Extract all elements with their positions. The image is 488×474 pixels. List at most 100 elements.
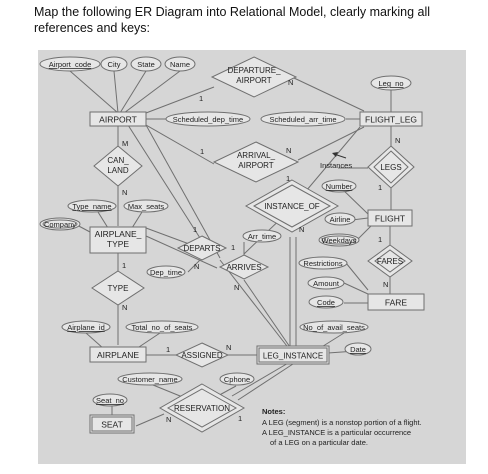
cardinality-labels: 1 N 1 N M N N 1 1 N 1 N 1 1 N N 1 N 1 N … bbox=[122, 78, 400, 424]
cardinality-1: 1 bbox=[238, 414, 242, 423]
attribute-seat-no: Seat_no bbox=[92, 393, 128, 407]
attribute-label: Total_no_of_seats bbox=[132, 323, 193, 332]
attribute-code: Code bbox=[308, 295, 344, 309]
cardinality-n: N bbox=[166, 415, 171, 424]
relationship-label: LEGS bbox=[380, 163, 401, 172]
cardinality-n: N bbox=[122, 188, 127, 197]
attribute-label: Date bbox=[350, 345, 366, 354]
attribute-date: Date bbox=[344, 342, 372, 356]
entity-label: AIRPLANE bbox=[97, 350, 139, 360]
relationship-type: TYPE bbox=[91, 270, 145, 306]
attribute-restrictions: Restrictions bbox=[298, 256, 348, 270]
attribute-label: Leg_no bbox=[378, 79, 403, 88]
attribute-label: Arr_time bbox=[248, 232, 276, 241]
relationship-label: RESERVATION bbox=[174, 404, 230, 413]
relationship-reservation: RESERVATION bbox=[158, 383, 246, 433]
attribute-number: Number bbox=[321, 179, 357, 193]
cardinality-1: 1 bbox=[166, 345, 170, 354]
entity-flight: FLIGHT bbox=[367, 209, 413, 227]
cardinality-1: 1 bbox=[199, 94, 203, 103]
attribute-airline: Airline bbox=[324, 212, 356, 226]
relationship-can-land: CAN_LAND bbox=[93, 145, 143, 187]
relationship-label: ARRIVES bbox=[226, 263, 261, 272]
attribute-label: State bbox=[137, 60, 155, 69]
attribute-weekdays: Weekdays bbox=[318, 233, 360, 247]
attribute-label: Scheduled_arr_time bbox=[269, 115, 336, 124]
question-prompt: Map the following ER Diagram into Relati… bbox=[34, 5, 431, 35]
attribute-airport-code: Airport_code bbox=[39, 56, 101, 72]
attribute-company: Company bbox=[39, 217, 81, 231]
entity-airplane-type: AIRPLANE_TYPE bbox=[89, 226, 147, 254]
relationship-label: ASSIGNED bbox=[181, 351, 223, 360]
relationship-departs: DEPARTS bbox=[176, 235, 228, 261]
cardinality-n: N bbox=[288, 78, 293, 87]
attribute-label: Customer_name bbox=[122, 375, 177, 384]
attribute-label: Seat_no bbox=[96, 396, 124, 405]
cardinality-n: N bbox=[286, 146, 291, 155]
attribute-label: Company bbox=[44, 220, 76, 229]
attribute-arr-time: Arr_time bbox=[242, 229, 282, 243]
cardinality-n: N bbox=[395, 136, 400, 145]
attribute-type-name: Type_name bbox=[67, 199, 117, 213]
attribute-scheduled-arr-time: Scheduled_arr_time bbox=[260, 111, 346, 127]
attribute-label: Name bbox=[170, 60, 190, 69]
relationship-instance-of: INSTANCE_OF bbox=[244, 179, 340, 233]
attribute-label: Cphone bbox=[224, 375, 250, 384]
relationship-label: ARRIVAL_AIRPORT bbox=[237, 151, 276, 170]
attribute-instances: Instances bbox=[320, 152, 352, 170]
relationship-arrival-airport: ARRIVAL_AIRPORT bbox=[212, 141, 300, 183]
cardinality-1: 1 bbox=[378, 235, 382, 244]
relationship-label: FARES bbox=[377, 257, 403, 266]
relationship-label: INSTANCE_OF bbox=[264, 202, 320, 211]
cardinality-n: N bbox=[194, 262, 199, 271]
notes-line: A LEG (segment) is a nonstop portion of … bbox=[262, 418, 422, 427]
entity-airplane: AIRPLANE bbox=[89, 346, 147, 363]
attribute-label: Max_seats bbox=[128, 202, 165, 211]
relationship-arrives: ARRIVES bbox=[218, 254, 270, 280]
relationship-departure-airport: DEPARTURE_AIRPORT bbox=[210, 56, 298, 98]
relationship-label: DEPARTS bbox=[183, 244, 220, 253]
notes: Notes: A LEG (segment) is a nonstop port… bbox=[262, 407, 422, 447]
cardinality-1: 1 bbox=[200, 147, 204, 156]
attribute-total-no-of-seats: Total_no_of_seats bbox=[125, 320, 199, 334]
relationship-legs: LEGS bbox=[367, 145, 415, 189]
attribute-label: Airport_code bbox=[49, 60, 92, 69]
attribute-label: Amount bbox=[313, 279, 340, 288]
attribute-label: No_of_avail_seats bbox=[303, 323, 365, 332]
cardinality-n: N bbox=[234, 283, 239, 292]
entity-label: FLIGHT bbox=[375, 214, 405, 224]
notes-line: A LEG_INSTANCE is a particular occurrenc… bbox=[262, 428, 411, 437]
cardinality-1: 1 bbox=[193, 225, 197, 234]
entity-label: FARE bbox=[385, 298, 408, 308]
relationship-label: CAN_LAND bbox=[107, 156, 129, 175]
entity-label: FLIGHT_LEG bbox=[365, 115, 417, 125]
attribute-no-of-avail-seats: No_of_avail_seats bbox=[299, 320, 369, 334]
relationship-label: DEPARTURE_AIRPORT bbox=[227, 66, 281, 85]
attribute-label: Scheduled_dep_time bbox=[173, 115, 243, 124]
entity-label: AIRPLANE_TYPE bbox=[95, 229, 142, 249]
entity-label: SEAT bbox=[101, 420, 123, 430]
entity-seat: SEAT bbox=[89, 414, 135, 434]
cardinality-1: 1 bbox=[286, 174, 290, 183]
entity-label: AIRPORT bbox=[99, 115, 137, 125]
attribute-label: Airline bbox=[330, 215, 351, 224]
attribute-label: Number bbox=[326, 182, 353, 191]
attribute-label: Type_name bbox=[72, 202, 111, 211]
attribute-label: Code bbox=[317, 298, 335, 307]
cardinality-n: N bbox=[383, 280, 388, 289]
attribute-label: Instances bbox=[320, 161, 352, 170]
attribute-cphone: Cphone bbox=[219, 372, 255, 386]
notes-heading: Notes: bbox=[262, 407, 285, 416]
entity-airport: AIRPORT bbox=[89, 111, 147, 127]
attribute-amount: Amount bbox=[307, 276, 345, 290]
cardinality-1: 1 bbox=[231, 243, 235, 252]
attribute-scheduled-dep-time: Scheduled_dep_time bbox=[165, 111, 251, 127]
entity-flight-leg: FLIGHT_LEG bbox=[359, 111, 423, 127]
cardinality-n: N bbox=[122, 303, 127, 312]
attribute-max-seats: Max_seats bbox=[123, 199, 169, 213]
attribute-label: Airplane_id bbox=[67, 323, 105, 332]
attribute-city: City bbox=[100, 56, 128, 72]
attribute-leg-no: Leg_no bbox=[370, 75, 412, 91]
notes-line: of a LEG on a particular date. bbox=[270, 438, 368, 447]
